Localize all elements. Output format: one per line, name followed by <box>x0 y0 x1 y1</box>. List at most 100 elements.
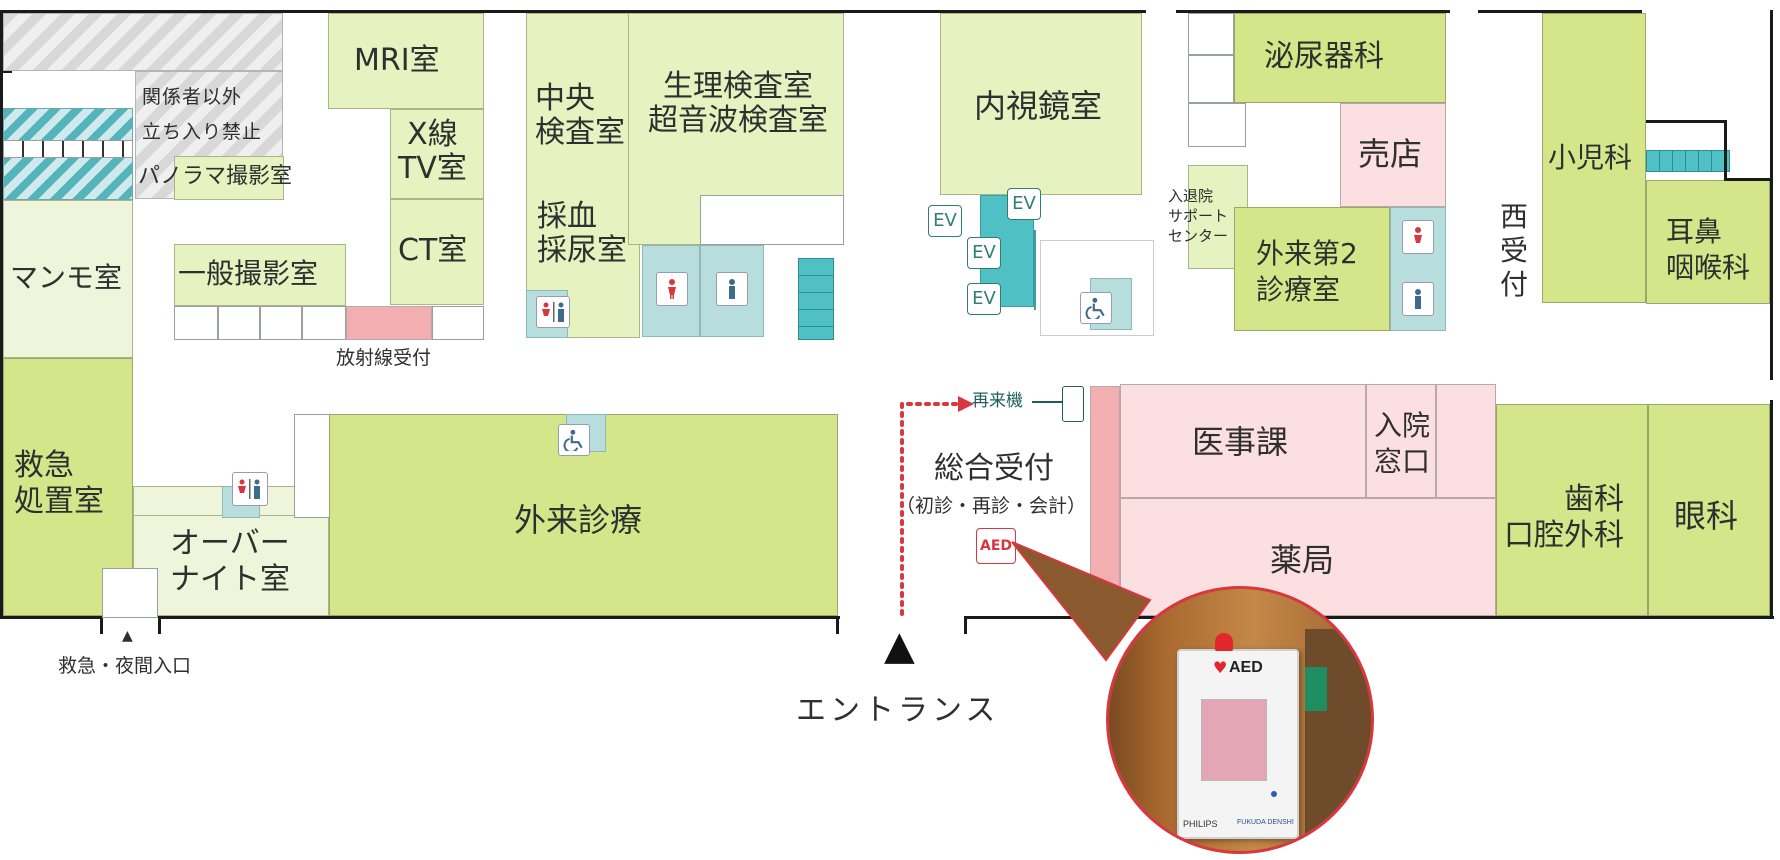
panorama-room <box>174 156 284 200</box>
mixed-restroom-icon <box>536 296 570 328</box>
stairs-west <box>1646 150 1730 172</box>
endoscopy-room <box>940 13 1142 195</box>
ev-icon-3: EV <box>967 237 1001 269</box>
locker-2 <box>218 306 260 340</box>
urology-room <box>1234 13 1446 103</box>
green-sign <box>1305 667 1327 711</box>
wall-door-l <box>836 616 839 634</box>
mens-restroom-icon-2 <box>1402 282 1434 316</box>
dental-room <box>1496 404 1648 616</box>
radiology-counter <box>346 306 432 340</box>
restroom-lower <box>133 486 295 516</box>
ct-label: CT室 <box>398 233 468 268</box>
overnight-label: オーバー ナイト室 <box>170 526 290 597</box>
urology-side-1 <box>1188 13 1234 55</box>
restricted-area <box>3 13 283 71</box>
central-lab-label: 中央 検査室 <box>535 81 625 150</box>
wall-right-upper <box>1770 10 1773 380</box>
alarm-light <box>1215 633 1233 651</box>
general-reception-sub: （初診・再診・会計） <box>896 495 1087 517</box>
status-led <box>1271 791 1277 797</box>
shop-label: 売店 <box>1358 135 1423 173</box>
wall-entry-right <box>158 616 161 634</box>
ent-label: 耳鼻 咽喉科 <box>1666 215 1751 284</box>
urology-side-3 <box>1188 103 1246 147</box>
locker-4 <box>302 306 346 340</box>
pharmacy-label: 薬局 <box>1270 541 1335 579</box>
wall-top-left <box>0 10 1146 13</box>
wall-left <box>0 10 3 618</box>
womens-restroom-icon-2 <box>1402 220 1434 254</box>
ev-icon-1: EV <box>928 205 962 237</box>
wall-panel <box>1305 629 1371 851</box>
aed-cabinet-title: AED <box>1229 659 1263 676</box>
aed-device <box>1201 699 1267 781</box>
physio-lab-label: 生理検査室 超音波検査室 <box>648 69 828 138</box>
mammo-label: マンモ室 <box>10 261 123 294</box>
endoscopy-label: 内視鏡室 <box>974 87 1103 125</box>
aed-cabinet: ♥ AED PHILIPS FUKUDA DENSHI <box>1177 633 1299 839</box>
admission-window <box>1366 384 1436 498</box>
mri-room <box>328 13 484 109</box>
locker-5 <box>432 306 484 340</box>
outpatient2-room <box>1234 207 1390 331</box>
ophthalmology-label: 眼科 <box>1674 497 1739 535</box>
ent-room <box>1646 180 1770 304</box>
xray-tv-label: X線 TV室 <box>398 117 467 186</box>
ev-icon-4: EV <box>967 283 1001 315</box>
wall-right-lower <box>1770 400 1773 618</box>
emergency-entrance-label: 救急・夜間入口 <box>58 655 192 677</box>
blood-urine-label: 採血 採尿室 <box>537 199 627 268</box>
admission-support-label: 入退院 サポート センター <box>1168 187 1229 245</box>
lower-restroom-icon <box>232 472 268 506</box>
outpatient2-label: 外来第2 診療室 <box>1256 237 1358 306</box>
medical-affairs-label: 医事課 <box>1192 423 1289 461</box>
urology-side-2 <box>1188 55 1234 103</box>
wall-west-notch2 <box>1724 120 1727 180</box>
heart-icon: ♥ <box>1213 658 1228 677</box>
aed-marker-label: AED <box>980 538 1013 554</box>
pediatrics-room <box>1542 13 1646 303</box>
wheelchair-icon <box>1080 292 1112 324</box>
pediatrics-label: 小児科 <box>1548 141 1633 174</box>
restricted-strip <box>3 140 133 158</box>
revisit-line <box>1032 401 1062 403</box>
urology-label: 泌尿器科 <box>1264 39 1384 74</box>
emergency-label: 救急 処置室 <box>14 448 104 519</box>
mens-restroom-icon <box>716 272 748 306</box>
panorama-label: パノラマ撮影室 <box>138 164 293 189</box>
brand-left: PHILIPS <box>1183 819 1218 829</box>
admission-window-label: 入院 窓口 <box>1374 409 1431 478</box>
outpatient-label: 外来診療 <box>514 501 643 539</box>
brand-right: FUKUDA DENSHI <box>1237 819 1294 826</box>
wall-door-r <box>964 616 967 634</box>
central-lab <box>526 13 640 338</box>
ct-room <box>390 199 484 305</box>
mammo-room <box>3 200 133 358</box>
xray-tv-room <box>390 109 484 199</box>
wall-top-left-edge <box>0 70 12 73</box>
wall-bottom-left1 <box>0 616 102 619</box>
medical-affairs-room <box>1120 384 1366 498</box>
revisit-machine[interactable] <box>1062 386 1084 422</box>
general-xray-room <box>174 244 346 306</box>
wall-entry-left <box>100 616 103 634</box>
elevator-block-2 <box>1034 230 1036 310</box>
wall-west-notch3 <box>1724 178 1770 181</box>
wall-bottom-left2 <box>158 616 840 619</box>
lab-corridor <box>700 195 844 245</box>
emergency-entry-arrow: ▲ <box>122 628 133 644</box>
stairs-lab <box>798 258 834 340</box>
wheelchair-icon-2 <box>558 424 590 456</box>
radiology-reception-label: 放射線受付 <box>336 347 432 369</box>
ev-icon-2: EV <box>1007 188 1041 220</box>
general-reception-label: 総合受付 <box>934 451 1054 486</box>
emergency-entry <box>102 568 158 618</box>
locker-3 <box>260 306 302 340</box>
entrance-route <box>900 396 974 616</box>
womens-restroom-icon <box>656 272 688 306</box>
entrance-label: エントランス <box>796 693 1000 728</box>
locker-1 <box>174 306 218 340</box>
wall-west-notch <box>1646 120 1726 123</box>
